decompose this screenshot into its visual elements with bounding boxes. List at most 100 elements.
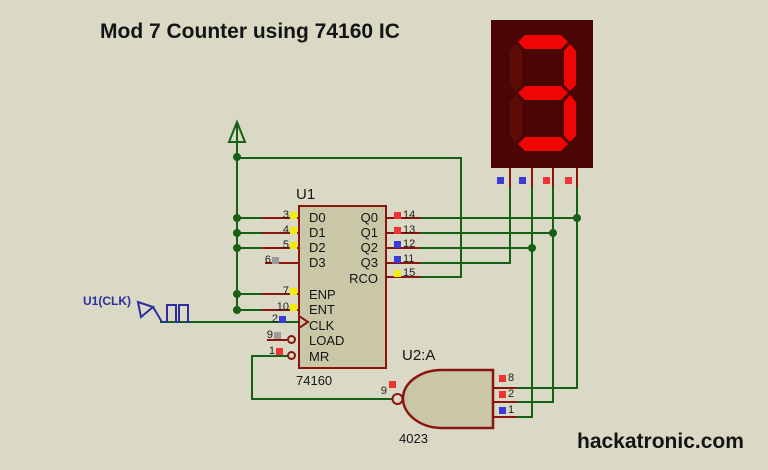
ic-74160-body[interactable] — [298, 205, 387, 369]
junction-dot — [233, 306, 241, 314]
wire[interactable] — [237, 157, 462, 159]
segment-c — [564, 95, 576, 142]
wire[interactable] — [517, 416, 533, 418]
wire[interactable] — [251, 355, 253, 400]
wire-q2[interactable] — [420, 247, 533, 249]
pin-number: 8 — [508, 372, 515, 384]
pin-stub[interactable] — [387, 217, 420, 219]
pin-label: D3 — [309, 255, 326, 270]
pin-stub[interactable] — [387, 262, 420, 264]
logic-state-indicator — [279, 316, 286, 323]
logic-state-indicator — [499, 407, 506, 414]
pin-stub[interactable] — [262, 232, 298, 234]
logic-state-indicator — [394, 270, 401, 277]
wire[interactable] — [576, 185, 578, 389]
pin-stub[interactable] — [509, 168, 511, 187]
pin-label: CLK — [309, 318, 335, 333]
pin-stub[interactable] — [262, 309, 298, 311]
logic-state-indicator — [394, 241, 401, 248]
logic-state-indicator — [519, 177, 526, 184]
wire[interactable] — [236, 217, 263, 219]
wire[interactable] — [236, 247, 263, 249]
pin-label: Q1 — [360, 225, 378, 240]
pin-number: 5 — [282, 239, 289, 251]
active-low-bubble — [287, 351, 296, 360]
wire-q3[interactable] — [420, 262, 511, 264]
pin-stub[interactable] — [387, 232, 420, 234]
logic-state-indicator — [274, 332, 281, 339]
pin-number: 4 — [282, 224, 289, 236]
pin-label: D0 — [309, 210, 326, 225]
wire[interactable] — [420, 276, 461, 278]
wire[interactable] — [509, 185, 511, 264]
gate-output-bubble — [391, 393, 404, 405]
nand-gate-body[interactable] — [385, 362, 510, 434]
pin-number: 2 — [508, 388, 515, 400]
pin-label: ENT — [309, 302, 335, 317]
wire-q0[interactable] — [420, 217, 578, 219]
pin-number: 9 — [266, 329, 273, 341]
pin-number: 15 — [403, 267, 416, 279]
pin-stub[interactable] — [387, 247, 420, 249]
pin-stub[interactable] — [267, 339, 287, 341]
logic-state-indicator — [290, 288, 297, 295]
pin-stub[interactable] — [493, 401, 517, 403]
junction-dot — [233, 214, 241, 222]
segment-a — [518, 35, 568, 49]
segment-g — [518, 86, 568, 100]
wire[interactable] — [236, 309, 263, 311]
pin-stub[interactable] — [493, 416, 517, 418]
wire[interactable] — [251, 398, 393, 400]
ic-value: 74160 — [296, 373, 333, 388]
pin-label: D1 — [309, 225, 326, 240]
active-low-bubble — [287, 335, 296, 344]
wire[interactable] — [236, 232, 263, 234]
segment-b — [564, 44, 576, 91]
pin-label: Q3 — [360, 255, 378, 270]
logic-state-indicator — [497, 177, 504, 184]
pin-number: 2 — [271, 313, 278, 325]
wire[interactable] — [531, 185, 533, 418]
pin-label: LOAD — [309, 333, 345, 348]
pin-label: Q2 — [360, 240, 378, 255]
logic-state-indicator — [290, 227, 297, 234]
pin-number: 6 — [264, 254, 271, 266]
logic-state-indicator — [290, 304, 297, 311]
logic-state-indicator — [276, 348, 283, 355]
pin-number: 1 — [268, 345, 275, 357]
pin-stub[interactable] — [493, 387, 517, 389]
seven-segment-digit — [510, 35, 576, 151]
clock-input-triangle-icon — [298, 315, 310, 329]
segment-f — [510, 44, 522, 91]
clock-generator-icon[interactable] — [128, 296, 206, 326]
junction-dot — [233, 244, 241, 252]
junction-dot — [549, 229, 557, 237]
pin-stub[interactable] — [552, 168, 554, 187]
pin-number: 1 — [508, 404, 515, 416]
wire[interactable] — [517, 401, 554, 403]
wire[interactable] — [517, 387, 578, 389]
pin-stub[interactable] — [262, 217, 298, 219]
pin-label: MR — [309, 349, 330, 364]
pin-stub[interactable] — [262, 247, 298, 249]
wire[interactable] — [251, 355, 289, 357]
pin-label: Q0 — [360, 210, 378, 225]
wire[interactable] — [236, 293, 263, 295]
pin-number: 12 — [403, 238, 416, 250]
pin-label: RCO — [349, 271, 378, 286]
pin-label: D2 — [309, 240, 326, 255]
seven-segment-display[interactable] — [491, 20, 593, 168]
gate-value: 4023 — [399, 431, 428, 446]
wire[interactable] — [552, 185, 554, 403]
pin-number: 7 — [282, 285, 289, 297]
pin-stub[interactable] — [265, 262, 298, 264]
pin-stub[interactable] — [576, 168, 578, 187]
pin-stub[interactable] — [387, 276, 420, 278]
junction-dot — [233, 153, 241, 161]
pin-stub[interactable] — [262, 293, 298, 295]
logic-state-indicator — [394, 227, 401, 234]
wire-q1[interactable] — [420, 232, 554, 234]
pin-stub[interactable] — [531, 168, 533, 187]
clock-wire[interactable] — [160, 321, 298, 323]
pin-number: 13 — [403, 224, 416, 236]
